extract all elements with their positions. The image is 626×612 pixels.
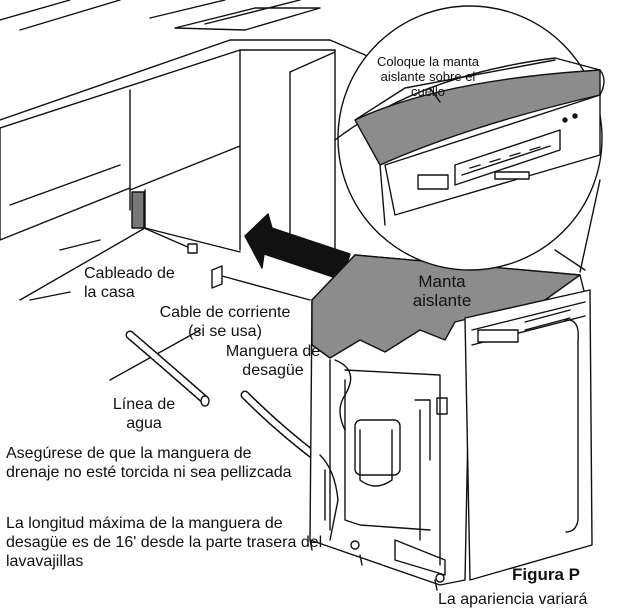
label-insulation-blanket: Manta aislante xyxy=(412,272,472,310)
cabinet-left xyxy=(0,89,131,241)
cabinet-right xyxy=(239,49,336,263)
label-drain-hose: Manguera de desagüe xyxy=(225,343,321,379)
countertop xyxy=(0,0,401,129)
insulation-blanket xyxy=(311,254,581,359)
magnified-detail-circle xyxy=(334,5,605,273)
figure-caption: Figura P xyxy=(512,565,581,584)
appearance-note: La apariencia variará xyxy=(438,591,588,608)
note-max-hose-length: La longitud máxima de la manguera de des… xyxy=(6,515,323,570)
water-line xyxy=(125,330,210,407)
push-direction-arrow xyxy=(244,213,351,281)
callout-leader xyxy=(429,87,441,103)
dishwasher-opening xyxy=(29,145,241,301)
power-cord-junction xyxy=(211,265,311,301)
label-callout-blanket-over-collar: Coloque la manta aislante sobre el cuell… xyxy=(377,54,479,99)
label-water-line: Línea de agua xyxy=(112,396,176,432)
dishwasher-unit xyxy=(309,254,593,591)
house-wiring xyxy=(143,227,198,254)
note-hose-not-kinked: Asegúrese de que la manguera de drenaje … xyxy=(6,445,292,481)
label-power-cord: Cable de corriente (si se usa) xyxy=(159,304,291,340)
label-house-wiring: Cableado de la casa xyxy=(84,265,175,301)
sink-basin xyxy=(149,0,321,31)
